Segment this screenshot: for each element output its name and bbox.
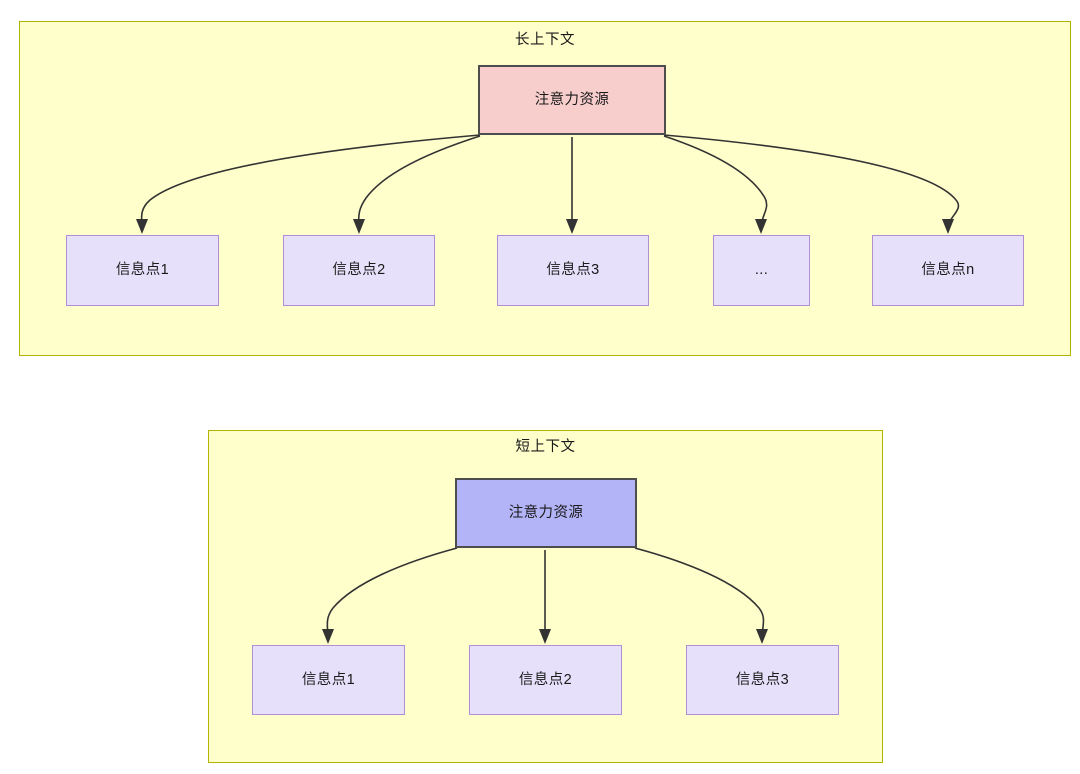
node-short-info-point-3-label: 信息点3 [735, 671, 790, 688]
node-long-info-point-ellipsis-label: ... [754, 262, 769, 279]
node-short-info-point-3[interactable]: 信息点3 [686, 645, 839, 715]
node-long-info-point-1-label: 信息点1 [115, 262, 170, 279]
group-short-context-title: 短上下文 [515, 439, 576, 455]
node-long-info-point-2[interactable]: 信息点2 [283, 235, 435, 306]
node-long-info-point-n[interactable]: 信息点n [872, 235, 1024, 306]
group-long-context-title: 长上下文 [515, 32, 575, 48]
node-short-info-point-1[interactable]: 信息点1 [252, 645, 405, 715]
node-short-attention-resource-label: 注意力资源 [508, 504, 584, 521]
node-short-attention-resource[interactable]: 注意力资源 [455, 478, 637, 548]
node-long-info-point-3-label: 信息点3 [546, 262, 600, 279]
node-short-info-point-1-label: 信息点1 [301, 671, 356, 688]
node-long-info-point-n-label: 信息点n [921, 262, 975, 279]
node-short-info-point-2-label: 信息点2 [518, 671, 573, 688]
node-long-info-point-3[interactable]: 信息点3 [497, 235, 649, 306]
node-long-attention-resource[interactable]: 注意力资源 [478, 65, 666, 135]
node-long-attention-resource-label: 注意力资源 [534, 91, 610, 108]
node-long-info-point-1[interactable]: 信息点1 [66, 235, 219, 306]
node-long-info-point-2-label: 信息点2 [332, 262, 386, 279]
node-long-info-point-ellipsis[interactable]: ... [713, 235, 810, 306]
node-short-info-point-2[interactable]: 信息点2 [469, 645, 622, 715]
